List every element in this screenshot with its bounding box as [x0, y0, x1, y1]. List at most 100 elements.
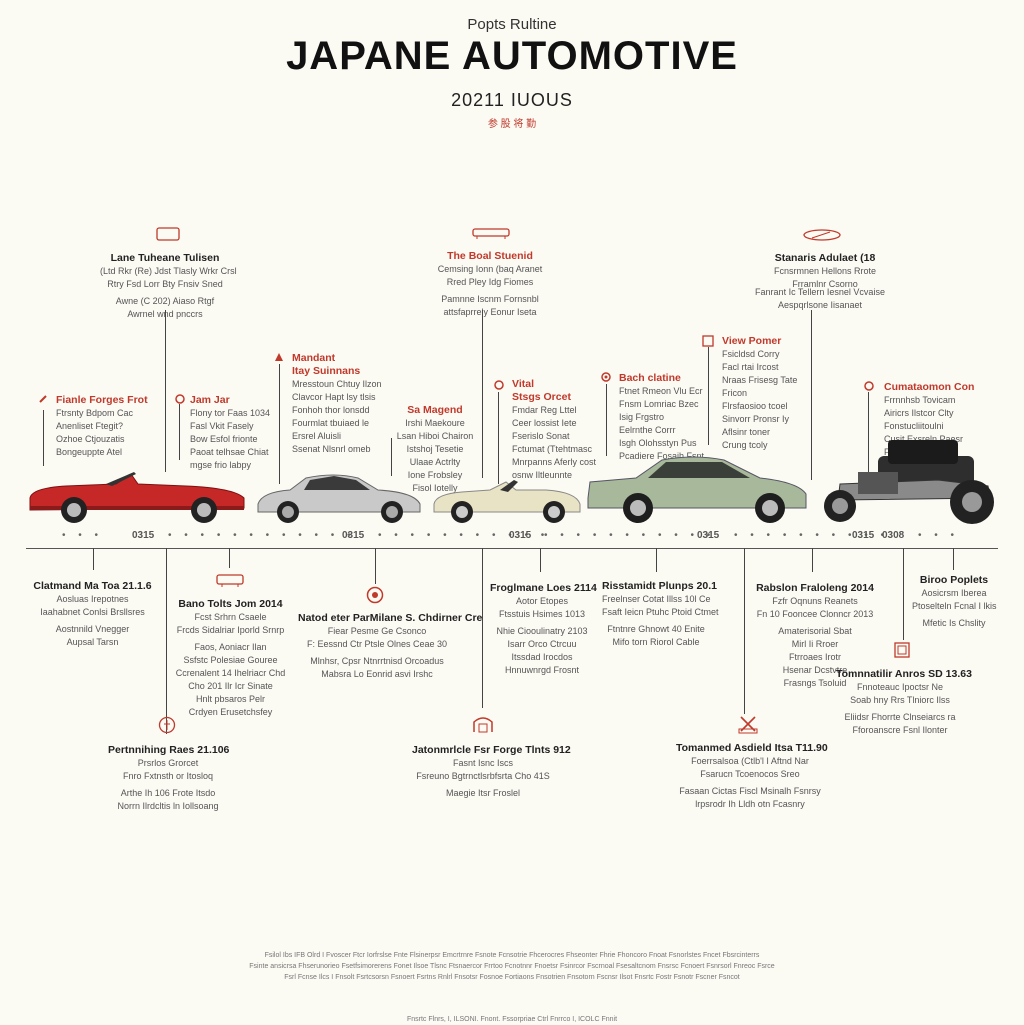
axis-dots: • • • • • • • • • • • •	[168, 530, 356, 541]
label-line: (Ltd Rkr (Re) Jdst Tlasly Wrkr Crsl	[100, 266, 237, 276]
label-sub: Itay Suinnans	[292, 365, 361, 377]
label-head: Clatmand Ma Toa 21.1.6	[33, 580, 152, 592]
label-line: Fforoanscre Fsnl Ilonter	[852, 725, 948, 735]
label-line: Bongeuppte Atel	[56, 447, 123, 457]
label-line: Itssdad Irocdos	[511, 652, 573, 662]
bullet-icon	[175, 394, 185, 404]
bottom-label-9: Jatonmrlcle Fsr Forge Tlnts 912 Fasnt Is…	[412, 744, 571, 800]
bullet-icon	[39, 395, 47, 403]
label-line: Mirl Ii Rroer	[791, 639, 839, 649]
bullet-icon	[864, 381, 874, 391]
page-title: JAPANE AUTOMOTIVE	[286, 34, 738, 78]
label-line: Fn 10 Fooncee Clonncr 2013	[756, 609, 874, 619]
label-line: Ftrroaes Irotr	[788, 652, 841, 662]
bottom-label-10: Tomanmed Asdield Itsa T11.90 Foerrsalsoa…	[676, 742, 828, 811]
label-line: Ptoselteln Fcnal I lkis	[912, 601, 997, 611]
label-line: Sinvorr Pronsr Iy	[722, 414, 790, 424]
label-line: Fricon	[722, 388, 748, 398]
label-line: Hsenar Dcstvtre	[782, 665, 848, 675]
label-line: Fsicldsd Corry	[722, 349, 780, 359]
connector-line	[812, 548, 813, 572]
connector-line	[953, 548, 954, 570]
label-line: Fonhoh thor lonsdd	[292, 405, 370, 415]
label-line: Mfetic Is Chslity	[922, 618, 986, 628]
connector-line	[540, 548, 541, 572]
connector-line	[43, 410, 44, 466]
label-line: Fzfr Oqnuns Reanets	[772, 596, 858, 606]
connector-line	[744, 548, 745, 714]
footer-fineprint: Fsilol Ibs IFB Olrd I Fvoscer Ftcr Iorfr…	[0, 950, 1024, 983]
label-line: Rtry Fsd Lorr Bty Fnsiv Sned	[107, 279, 223, 289]
label-line: Fnnoteauc Ipoctsr Ne	[856, 682, 944, 692]
label-line: Ftntnre Ghnowt 40 Enite	[607, 624, 705, 634]
label-head: Sa Magend	[407, 404, 463, 416]
label-head: Biroo Poplets	[919, 574, 989, 586]
silver-coupe-car-illustration	[257, 474, 421, 523]
bottom-label-7: Biroo Poplets Aosicrsm Iberea Ptoselteln…	[912, 574, 997, 630]
label-line: Fsaft Ieicn Ptuhc Ptoid Ctmet	[602, 607, 719, 617]
label-line: Frcds Sidalriar Iporld Srnrp	[176, 625, 285, 635]
label-line: Irshi Maekoure	[405, 418, 465, 428]
axis-stamp: 0308	[882, 530, 905, 541]
label-line: Cusit Exsreln Paesr	[884, 434, 964, 444]
bottom-label-1: Clatmand Ma Toa 21.1.6 Aosluas Irepotnes…	[30, 580, 155, 649]
label-line: Fnro Fxtnsth or Itosloq	[122, 771, 214, 781]
label-line: Fctumat (Ttehtmasc	[512, 444, 593, 454]
label-line: Soab hny Rrs Tlniorc Ilss	[850, 695, 950, 705]
connector-line	[811, 310, 812, 480]
top-label-2: Fianle Forges Frot Ftrsnty Bdpom Cac Ane…	[56, 394, 148, 459]
label-line: Awne (C 202) Aiaso Rtgf	[115, 296, 215, 306]
bottom-label-6: Rabslon Fraloleng 2014 Fzfr Oqnuns Reane…	[756, 582, 874, 690]
connector-line	[868, 392, 869, 484]
label-line: F: Eessnd Ctr Ptsle Olnes Ceae 30	[306, 639, 448, 649]
label-line: Ione Frobsley	[407, 470, 463, 480]
label-line: Aespqrlsone Iisanaet	[777, 300, 863, 310]
header-eyebrow: Popts Rultine	[467, 16, 557, 33]
axis-stamp: 0315	[509, 530, 532, 541]
label-line: Ftrsnty Bdpom Cac	[56, 408, 134, 418]
label-line: Mlnhsr, Cpsr Ntnrrtnisd Orcoadus	[310, 656, 444, 666]
connector-line	[482, 548, 483, 708]
kanji-caption: 参 股 将 勤	[487, 119, 537, 130]
label-head: Risstamidt Plunps 20.1	[602, 580, 717, 592]
label-line: Hnlt pbsaros Pelr	[195, 694, 266, 704]
label-line: Fnsm Lomriac Bzec	[619, 399, 699, 409]
label-line: Fsreuno Bgtrnctlsrbfsrta Cho 41S	[416, 771, 550, 781]
connector-line	[279, 364, 280, 484]
green-sports-car-illustration	[587, 456, 807, 523]
wheel-icon	[366, 586, 384, 604]
label-line: Fcnsrmnen Hellons Rrote	[773, 266, 877, 276]
label-line: Mresstoun Chtuy Ilzon	[292, 379, 382, 389]
label-line: Rred Pley Idg Fiomes	[446, 277, 534, 287]
label-line: Flrsfaosioo tcoel	[722, 401, 788, 411]
label-line: Anenliset Ftegit?	[56, 421, 124, 431]
label-head: Lane Tuheane Tulisen	[110, 252, 220, 264]
axis-stamp: 0315	[342, 530, 365, 541]
connector-line	[903, 548, 904, 640]
axis-dots: • • • • • • • • • • •	[544, 530, 716, 541]
frame-icon	[894, 642, 910, 658]
cream-roadster-car-illustration	[433, 480, 581, 523]
label-line: Frrnnhsb Tovicam	[884, 395, 956, 405]
label-line: Fanrant Ic Tellern Iesnel Vcvaise	[755, 287, 885, 297]
label-line: Fmdar Reg Lttel	[512, 405, 577, 415]
car-outline-icon	[472, 228, 510, 239]
label-line: Cho 201 Ilr Icr Sinate	[188, 681, 273, 691]
label-line: Fisol Iotelly	[412, 483, 458, 493]
label-line: Isgh Olohsstyn Pus	[619, 438, 697, 448]
label-head: Vital	[512, 378, 534, 390]
axis-dots: • • • • • • • • • • •	[378, 530, 550, 541]
axis-stamp: 0315	[852, 530, 875, 541]
connector-line	[498, 392, 499, 484]
top-label-3: Jam Jar Flony tor Faas 1034 Fasl Vkit Fa…	[190, 394, 270, 472]
label-line: Mnrpanns Aferly cost	[512, 457, 597, 467]
label-line: Freelnser Cotat Illss 10l Ce	[602, 594, 711, 604]
label-line: Nraas Frisesg Tate	[722, 375, 798, 385]
connector-line	[179, 404, 180, 460]
car-outline-icon	[803, 229, 841, 241]
label-line: attsfaprrely Eonur Iseta	[443, 307, 537, 317]
top-label-10: Stanaris Adulaet (18 Fcnsrmnen Hellons R…	[750, 252, 900, 291]
bottom-label-3: Natod eter ParMilane S. Chdirner Cre Fie…	[298, 612, 482, 681]
label-line: Crdyen Erusetchsfey	[188, 707, 273, 717]
top-label-4: Mandant Itay Suinnans Mresstoun Chtuy Il…	[292, 352, 382, 456]
